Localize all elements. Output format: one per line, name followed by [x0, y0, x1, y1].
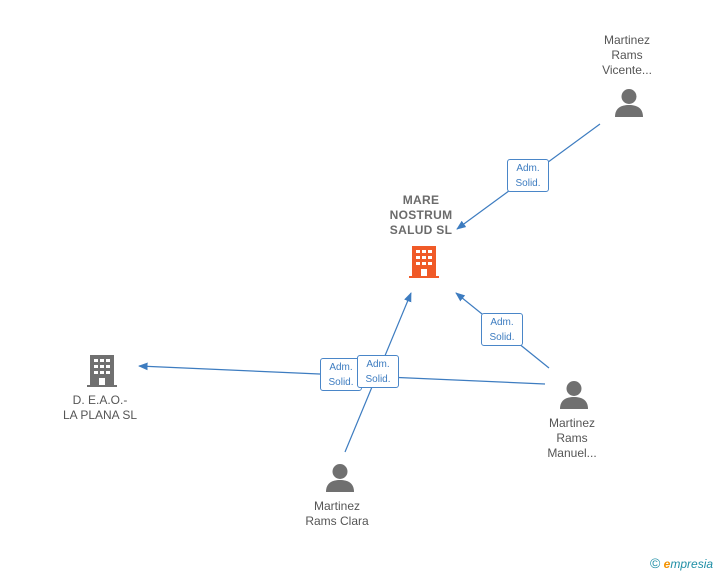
brand-initial: e [663, 557, 671, 571]
copyright-icon: © [650, 555, 661, 571]
role-label-clara[interactable]: Adm. Solid. [357, 355, 399, 388]
role-label-manuel-deao[interactable]: Adm. Solid. [320, 358, 362, 391]
deao-company-name[interactable]: D. E.A.O.- LA PLANA SL [62, 393, 138, 422]
person-icon[interactable] [325, 463, 355, 493]
brand-name: mpresia [670, 557, 714, 571]
empresia-logo[interactable]: © empresia [650, 555, 713, 571]
person-vicente-name[interactable]: Martinez Rams Vicente... [602, 33, 652, 77]
role-label-vicente[interactable]: Adm. Solid. [507, 159, 549, 192]
main-company-name[interactable]: MARE NOSTRUM SALUD SL [389, 193, 453, 237]
role-label-manuel-mare[interactable]: Adm. Solid. [481, 313, 523, 346]
building-icon[interactable] [408, 244, 440, 278]
person-icon[interactable] [614, 88, 644, 118]
building-icon[interactable] [86, 353, 118, 387]
person-clara-name[interactable]: Martinez Rams Clara [305, 499, 369, 528]
person-icon[interactable] [559, 380, 589, 410]
person-manuel-name[interactable]: Martinez Rams Manuel... [547, 416, 597, 460]
